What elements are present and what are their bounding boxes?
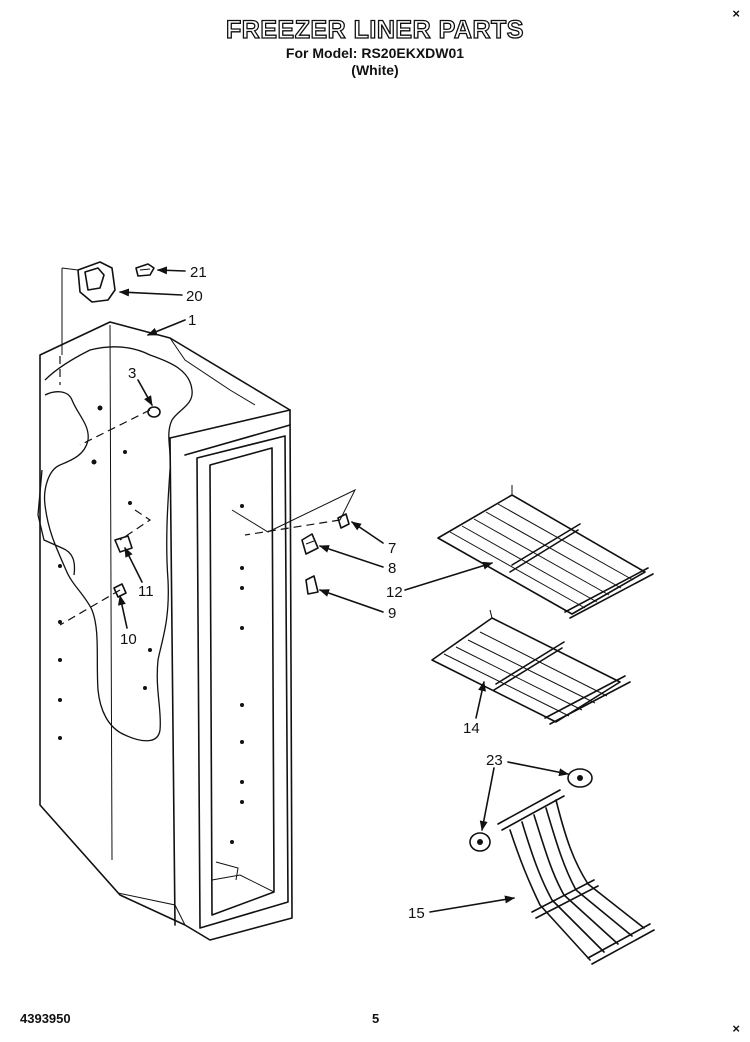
callout-12: 12 [386,584,403,601]
grommet-11 [114,535,133,553]
callout-7: 7 [388,540,396,557]
thermostat-bracket [61,261,116,355]
model-line: For Model: RS20EKXDW01 [285,45,465,61]
callout-1: 1 [188,312,196,329]
callout-15: 15 [408,905,425,922]
callout-23: 23 [486,752,503,769]
callout-14: 14 [463,720,480,737]
color-line: (White) [351,62,399,78]
screw-21 [135,263,155,277]
bracket-9 [305,575,319,595]
plug-10 [113,583,127,598]
screw-3 [147,406,161,418]
wire-shelf-14 [431,609,631,725]
callout-21: 21 [190,264,207,281]
freezer-liner [37,321,357,941]
wire-basket-15 [497,789,655,965]
callout-8: 8 [388,560,396,577]
clip-7 [337,513,350,529]
support-23-upper [567,768,593,788]
callout-9: 9 [388,605,396,622]
callout-3: 3 [128,365,136,382]
callout-11: 11 [138,583,154,600]
leader-lines [118,266,569,913]
corner-mark-top-right: × [732,6,740,21]
bracket-8 [301,533,319,555]
callout-10: 10 [120,631,137,648]
page-title: FREEZER LINER PARTS [225,15,524,44]
support-23-lower [469,832,491,852]
callout-labels: 21 20 1 3 7 8 12 9 11 10 14 23 15 [120,264,503,922]
wire-shelf-12 [437,485,654,619]
corner-mark-bottom-right: × [732,1021,740,1036]
page-number: 5 [372,1011,380,1026]
document-number: 4393950 [20,1011,71,1026]
callout-20: 20 [186,288,203,305]
